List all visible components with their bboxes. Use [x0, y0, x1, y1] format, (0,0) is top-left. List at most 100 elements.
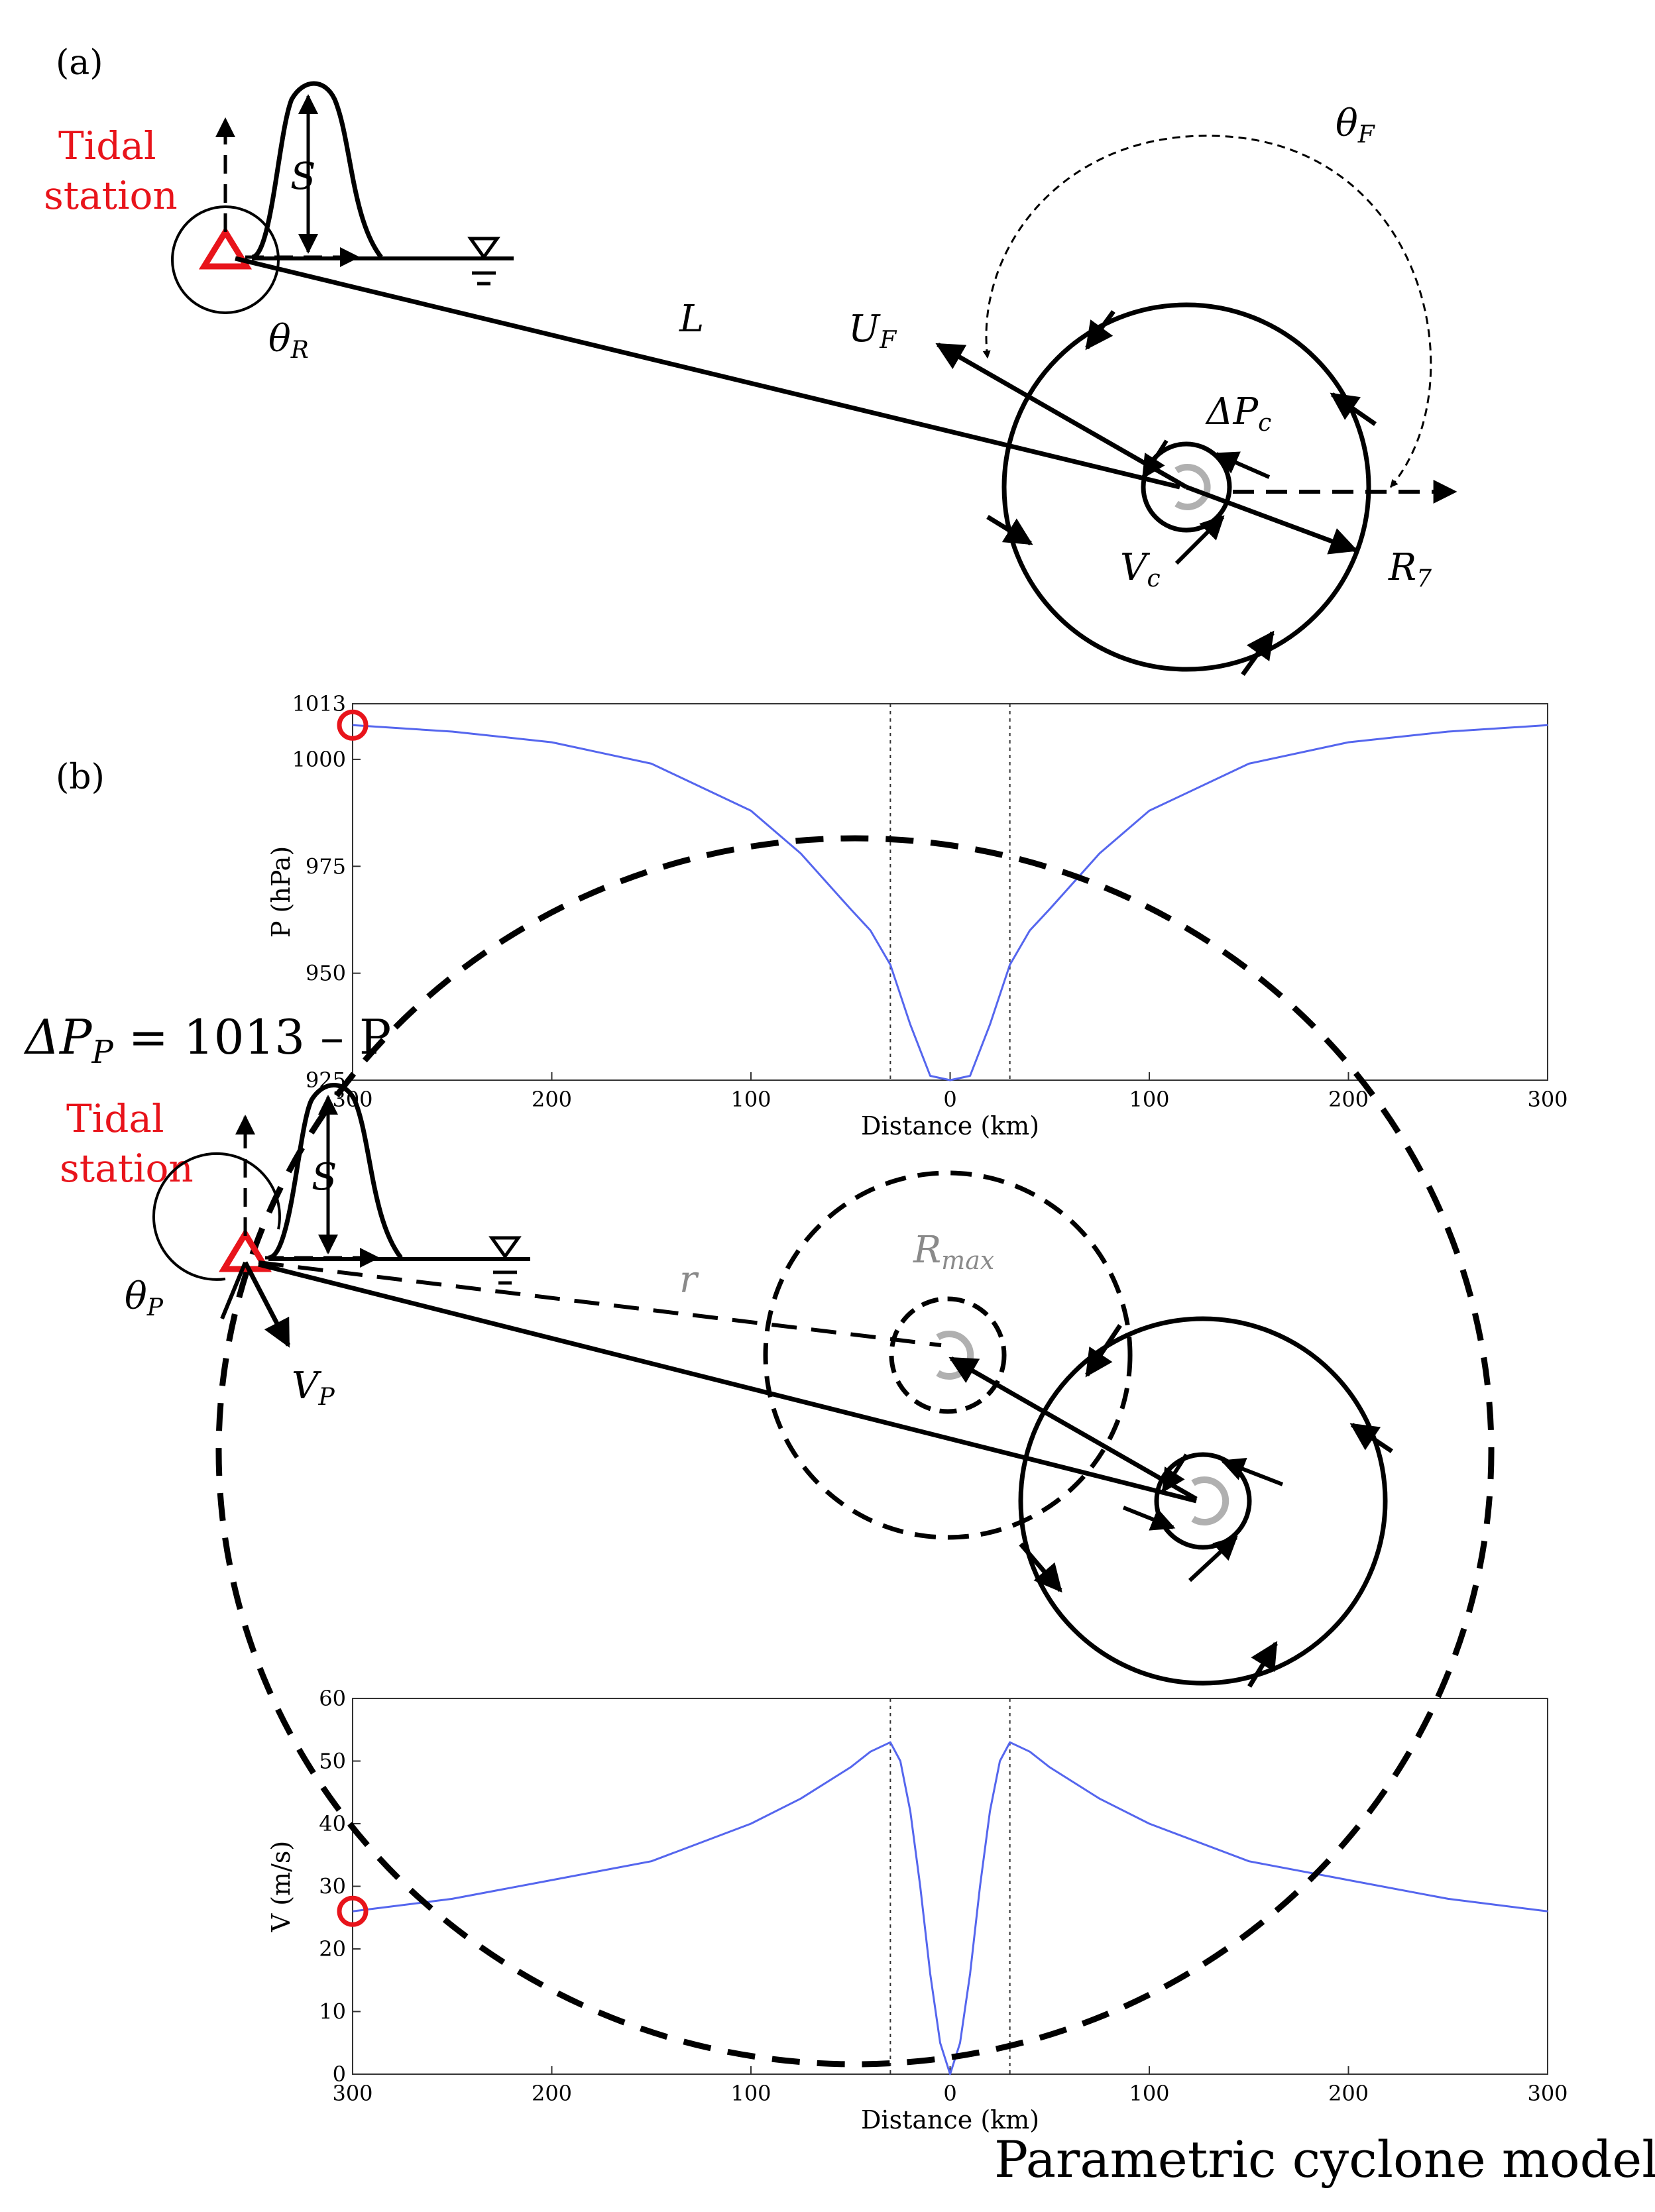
wind-profile-xtick-label: 200 [1328, 2081, 1369, 2106]
radial-distance-label: r [679, 1258, 699, 1301]
cyclone-b-eye-icon [1191, 1476, 1229, 1525]
wind-profile-ylabel: V (m/s) [266, 1841, 296, 1933]
pressure-profile-ytick-label: 975 [306, 854, 346, 879]
cyclone-b-rotation-arrow-1 [1349, 1423, 1393, 1453]
wind-profile-xtick-label: 100 [1129, 2081, 1169, 2106]
panel-a-label: (a) [56, 43, 103, 83]
rotation-arrow-2 [1330, 392, 1377, 426]
water-level-icon [467, 237, 500, 260]
surge-label: S [290, 155, 315, 198]
tidal-station-a: Tidal station S θR [44, 81, 514, 364]
rotation-arrow-3 [986, 515, 1033, 545]
cyclone-speed-label: Vc [1120, 546, 1161, 592]
wind-profile-ytick-label: 40 [319, 1811, 346, 1836]
wind-profile-ytick-label: 30 [319, 1874, 346, 1899]
radius-7-arrow [1185, 484, 1358, 555]
pressure-profile-ytick-label: 950 [306, 961, 346, 986]
tidal-station-label-line1: Tidal [58, 123, 156, 168]
panel-b-label: (b) [56, 757, 105, 797]
cyclone-b-to-rmax-arrow [948, 1356, 1198, 1502]
cyclone-b-inner-arrow-2 [1161, 1453, 1188, 1494]
pressure-profile-xtick-label: 0 [943, 1087, 956, 1112]
wind-profile-ytick-label: 50 [319, 1749, 346, 1774]
pressure-profile-ytick-label: 1000 [292, 747, 346, 772]
wind-profile-ytick-label: 60 [319, 1686, 346, 1711]
distance-l-label: L [679, 298, 704, 341]
wind-profile-xtick-label: 0 [943, 2081, 956, 2106]
pressure-profile-xtick-label: 300 [1527, 1087, 1568, 1112]
cyclone-b-outer-circle [1018, 1316, 1388, 1686]
radius-max-label: Rmax [913, 1229, 994, 1275]
panel-a: (a) Tidal station S θR L UF [44, 43, 1457, 677]
surge-b-bell-curve [267, 1083, 403, 1260]
wind-at-station-label: VP [292, 1364, 335, 1411]
wind-profile-xtick-label: 300 [1527, 2081, 1568, 2106]
water-level-b-icon [488, 1236, 522, 1260]
pressure-profile-xtick-label: 200 [532, 1087, 572, 1112]
station-b-triangle-icon [219, 1228, 272, 1272]
pressure-drop-label: ΔPc [1205, 390, 1271, 437]
inner-rotation-arrow-3 [1174, 515, 1225, 565]
footer-title: Parametric cyclone model [994, 2130, 1655, 2189]
inner-rotation-arrow-1 [1141, 439, 1169, 480]
cyclone-b-rotation-arrow-3 [1247, 1641, 1278, 1688]
theta-f-arc [982, 135, 1432, 488]
wind-profile-xlabel: Distance (km) [861, 2105, 1039, 2134]
wind-profile-xtick-label: 200 [532, 2081, 572, 2106]
tidal-station-b-label-line2: station [60, 1146, 194, 1191]
wind-profile-ytick-label: 20 [319, 1936, 346, 1962]
cyclone-b-inner-arrow-4 [1188, 1535, 1238, 1582]
pressure-profile-curve [352, 724, 1548, 1081]
cyclone-b-inner-arrow-3 [1122, 1506, 1176, 1531]
cyclone-a: UF R7 θF ΔPc Vc [848, 102, 1457, 677]
station-to-cyclone-line [258, 1262, 1197, 1504]
theta-r-label: θR [268, 317, 309, 364]
rmax-outer-dashed-circle [763, 1170, 1133, 1540]
pressure-profile-xlabel: Distance (km) [861, 1111, 1039, 1140]
station-triangle-icon [198, 226, 253, 270]
rmax-eye-icon [936, 1331, 974, 1380]
radial-distance-dashed-line [258, 1260, 942, 1347]
surge-bell-curve [251, 81, 383, 260]
surge-b-label: S [312, 1156, 337, 1199]
wind-at-station-tail [220, 1261, 247, 1320]
theta-p-label: θP [125, 1275, 164, 1321]
wind-profile-xtick-label: 300 [332, 2081, 372, 2106]
wind-profile-ytick-label: 10 [319, 1999, 346, 2024]
wind-profile-frame [352, 1698, 1548, 2075]
rotation-arrow-4 [1241, 630, 1275, 677]
cyclone-b-inner-circle [1154, 1452, 1252, 1550]
cyclone-b [948, 1316, 1393, 1688]
tidal-station-b: Tidal station S θP VP [60, 1083, 530, 1411]
rmax-inner-dashed-circle [889, 1296, 1007, 1414]
wind-profile-station-marker [337, 1895, 369, 1927]
pressure-profile-ylabel: P (hPa) [266, 846, 296, 938]
large-dashed-circle [215, 835, 1495, 2068]
forward-speed-label: UF [848, 307, 897, 354]
pressure-profile-frame [352, 703, 1548, 1081]
wind-profile-xtick-label: 100 [730, 2081, 771, 2106]
cyclone-b-rotation-arrow-2 [1019, 1542, 1062, 1593]
cyclone-b-inner-arrow-1 [1220, 1457, 1284, 1486]
wind-profile-curve [352, 1741, 1548, 2075]
pressure-profile-xtick-label: 200 [1328, 1087, 1369, 1112]
pressure-profile-ytick-label: 1013 [292, 691, 346, 716]
theta-p-arc [152, 1152, 281, 1281]
theta-f-label: θF [1336, 102, 1376, 148]
pressure-formula: ΔPP = 1013 – P [23, 1009, 391, 1071]
pressure-profile-station-marker [337, 709, 369, 741]
rmax-cyclone: Rmax [763, 1170, 1133, 1540]
pressure-profile-xtick-label: 100 [1129, 1087, 1169, 1112]
distance-l-line [235, 256, 1180, 490]
radius-7-label: R7 [1388, 546, 1432, 592]
tidal-station-label-line2: station [44, 173, 178, 218]
tidal-station-b-label-line1: Tidal [66, 1096, 164, 1141]
rotation-arrow-1 [1085, 309, 1115, 351]
wind-at-station-arrow [243, 1261, 291, 1348]
pressure-profile-xtick-label: 100 [730, 1087, 771, 1112]
